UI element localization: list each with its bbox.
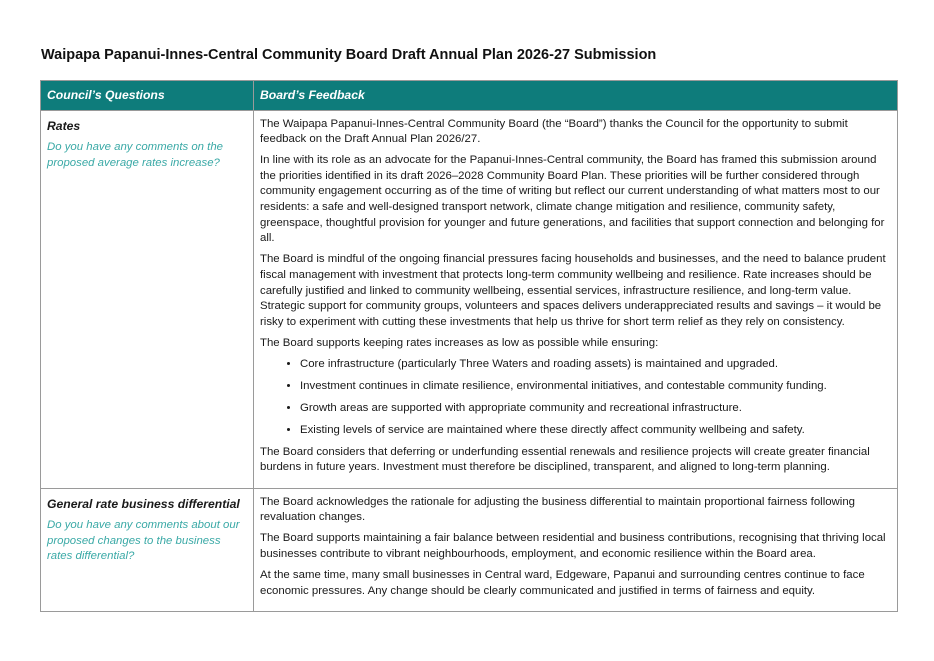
question-text: Do you have any comments about our propo… [47,519,240,563]
feedback-bullet-list: Core infrastructure (particularly Three … [260,357,891,439]
question-topic: General rate business differential [47,496,240,511]
page-title: Waipapa Papanui-Innes-Central Community … [41,47,657,63]
feedback-paragraph: The Board acknowledges the rationale for… [260,495,855,524]
table-header-row: Council’s Questions Board’s Feedback [40,80,898,111]
feedback-cell: The Waipapa Papanui-Innes-Central Commun… [253,109,898,489]
feedback-paragraph: The Board is mindful of the ongoing fina… [260,253,886,328]
question-topic: Rates [47,118,81,133]
question-cell: General rate business differential Do yo… [40,487,254,612]
feedback-paragraph: The Waipapa Papanui-Innes-Central Commun… [260,117,848,146]
submission-table: Council’s Questions Board’s Feedback Rat… [40,80,898,612]
feedback-paragraph: At the same time, many small businesses … [260,568,865,597]
feedback-paragraph: In line with its role as an advocate for… [260,154,885,245]
table-row: Rates Do you have any comments on the pr… [40,109,898,489]
feedback-paragraph: The Board considers that deferring or un… [260,445,870,474]
bullet-item: Investment continues in climate resilien… [300,379,891,395]
bullet-item: Growth areas are supported with appropri… [300,401,891,417]
feedback-cell: The Board acknowledges the rationale for… [253,487,898,612]
header-feedback: Board’s Feedback [253,80,898,111]
feedback-paragraph: The Board supports maintaining a fair ba… [260,532,886,560]
feedback-paragraph: The Board supports keeping rates increas… [260,336,659,349]
bullet-item: Existing levels of service are maintaine… [300,423,891,439]
table-row: General rate business differential Do yo… [40,487,898,612]
question-cell: Rates Do you have any comments on the pr… [40,109,254,489]
header-questions: Council’s Questions [40,80,254,111]
question-text: Do you have any comments on the proposed… [47,141,224,169]
bullet-item: Core infrastructure (particularly Three … [300,357,891,373]
